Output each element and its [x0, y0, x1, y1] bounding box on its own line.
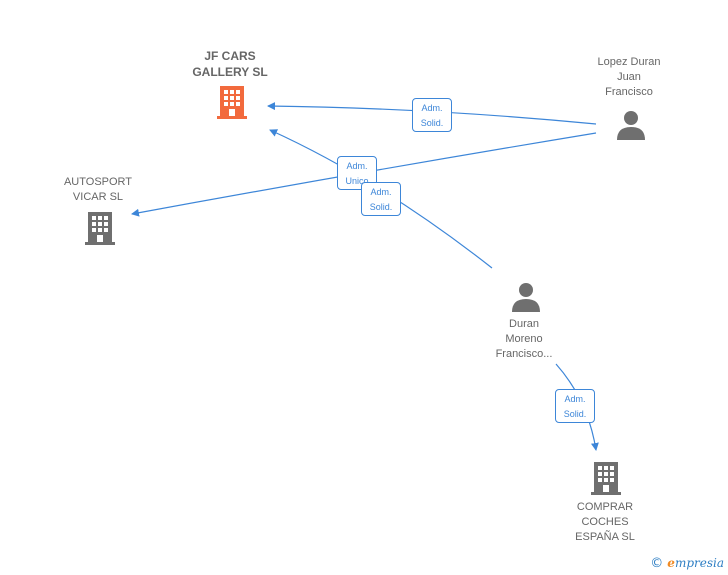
node-label-comprar[interactable]: COMPRAR COCHES ESPAÑA SL	[555, 500, 655, 545]
node-label-line: COCHES	[581, 516, 629, 528]
building-icon[interactable]	[84, 210, 116, 246]
node-label-line: Francisco	[605, 86, 653, 98]
node-label-line: JF CARS	[204, 49, 256, 63]
copyright-symbol: ©	[650, 556, 664, 571]
empresia-wordmark: empresia	[667, 556, 724, 570]
node-label-autosport[interactable]: AUTOSPORT VICAR SL	[40, 175, 156, 205]
edge-tag-line: Adm.	[564, 394, 586, 404]
node-label-line: COMPRAR	[576, 501, 634, 513]
node-label-line: Lopez Duran	[597, 56, 661, 68]
edge-tag-duran-comprar[interactable]: Adm. Solid.	[555, 389, 595, 423]
edge-tag-lopez-autosport[interactable]: Adm. Unico	[337, 156, 377, 190]
node-label-line: ESPAÑA SL	[575, 531, 635, 543]
empresia-e: e	[667, 556, 675, 570]
edge-tag-line: Solid.	[563, 409, 587, 419]
node-label-line: Juan	[617, 71, 641, 83]
edge-tag-lopez-jfcars[interactable]: Adm. Solid.	[412, 98, 452, 132]
node-label-line: Duran	[509, 318, 539, 330]
node-label-line: Moreno	[505, 333, 543, 345]
edge-tag-line: Solid.	[420, 118, 444, 128]
empresia-logo[interactable]: ©empresia	[650, 556, 724, 571]
edge-tag-line: Solid.	[369, 202, 393, 212]
node-label-lopez[interactable]: Lopez Duran Juan Francisco	[574, 55, 684, 100]
node-label-line: VICAR SL	[72, 191, 124, 203]
person-icon[interactable]	[616, 110, 646, 140]
edge-tag-line: Unico	[345, 176, 369, 186]
node-label-line: AUTOSPORT	[63, 176, 133, 188]
edge-tag-line: Adm.	[421, 103, 443, 113]
building-icon[interactable]	[216, 84, 248, 120]
building-icon[interactable]	[590, 460, 622, 496]
node-label-duran[interactable]: Duran Moreno Francisco...	[474, 317, 574, 362]
edge-tag-line: Adm.	[370, 187, 392, 197]
node-label-line: GALLERY SL	[192, 65, 268, 79]
empresia-rest: mpresia	[674, 556, 724, 570]
edge-tag-line: Adm.	[346, 161, 368, 171]
person-icon[interactable]	[511, 282, 541, 312]
node-label-line: Francisco...	[495, 348, 553, 360]
node-label-jf-cars[interactable]: JF CARS GALLERY SL	[170, 48, 290, 80]
edge-tag-duran-jfcars[interactable]: Adm. Solid.	[361, 182, 401, 216]
